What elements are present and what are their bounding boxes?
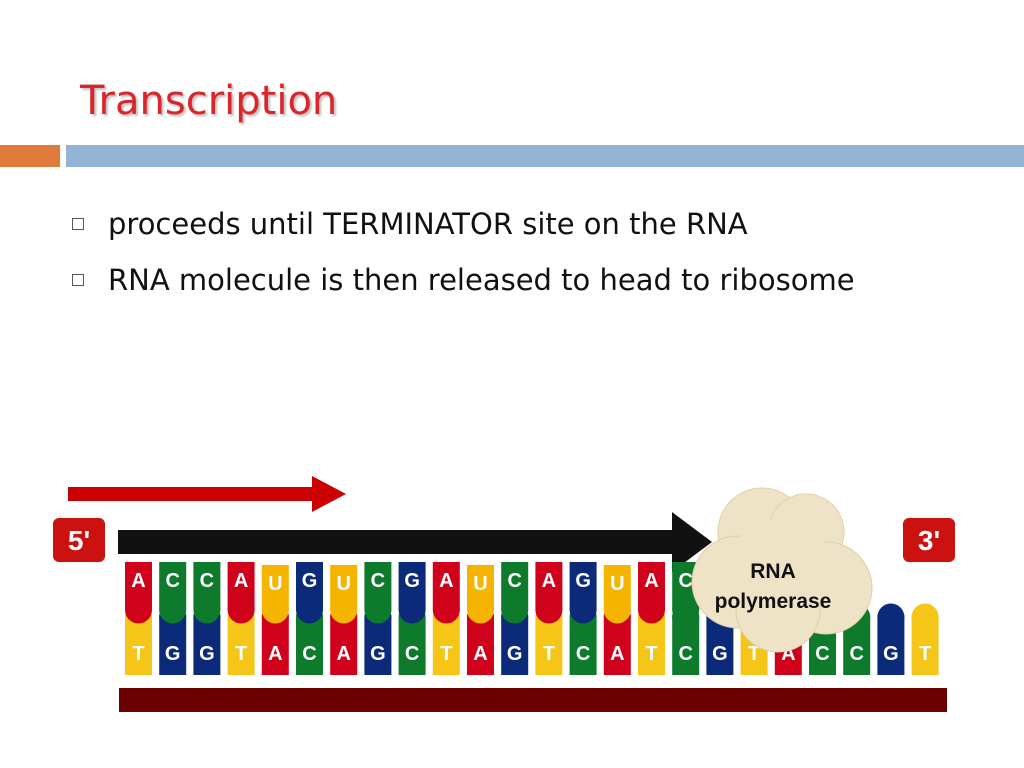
template-base-label: C bbox=[576, 643, 590, 665]
slide-title: Transcription bbox=[80, 78, 338, 124]
three-prime-label: 3' bbox=[903, 518, 955, 562]
rna-base-label: C bbox=[200, 570, 214, 592]
rna-base-label: G bbox=[302, 570, 318, 592]
template-base-label: G bbox=[199, 643, 215, 665]
rna-base-label: A bbox=[234, 570, 248, 592]
rna-base-label: A bbox=[439, 570, 453, 592]
five-prime-label: 5' bbox=[53, 518, 105, 562]
template-base-label: T bbox=[748, 643, 760, 665]
rna-base-label: C bbox=[678, 570, 692, 592]
direction-arrow bbox=[68, 476, 346, 512]
template-base-label: G bbox=[883, 643, 899, 665]
template-base-label: A bbox=[268, 643, 282, 665]
bullet-list: proceeds until TERMINATOR site on the RN… bbox=[72, 200, 972, 312]
dna-backbone bbox=[119, 688, 947, 712]
rna-nucleotide: G bbox=[569, 562, 597, 624]
rna-nucleotide: C bbox=[364, 562, 392, 624]
template-nucleotide: G bbox=[877, 603, 905, 675]
rna-nucleotide: A bbox=[535, 562, 563, 624]
five-prime-text: 5' bbox=[68, 525, 90, 556]
rna-nucleotide: A bbox=[227, 562, 255, 624]
template-base-label: T bbox=[919, 643, 931, 665]
template-base-label: A bbox=[336, 643, 350, 665]
rna-base-label: C bbox=[507, 570, 521, 592]
rna-base-label: A bbox=[131, 570, 145, 592]
polymerase-label-line2: polymerase bbox=[715, 590, 832, 613]
template-base-label: T bbox=[543, 643, 555, 665]
rna-nucleotide: G bbox=[296, 562, 323, 624]
template-base-label: C bbox=[815, 643, 829, 665]
rna-base-label: U bbox=[610, 573, 624, 595]
rna-base-label: C bbox=[371, 570, 385, 592]
template-nucleotide: A bbox=[330, 603, 358, 675]
rna-nucleotide: C bbox=[501, 562, 529, 624]
template-base-label: A bbox=[473, 643, 487, 665]
polymerase-label-line1: RNA bbox=[750, 560, 796, 583]
rna-base-label: G bbox=[404, 570, 420, 592]
template-base-label: T bbox=[440, 643, 452, 665]
bullet-item: proceeds until TERMINATOR site on the RN… bbox=[72, 200, 972, 248]
rna-nucleotide: A bbox=[432, 562, 460, 624]
rna-polymerase: RNA polymerase bbox=[691, 487, 873, 653]
rna-nucleotide: A bbox=[125, 562, 152, 624]
template-base-label: A bbox=[610, 643, 624, 665]
rna-nucleotide: A bbox=[638, 562, 665, 624]
template-base-label: T bbox=[645, 643, 657, 665]
transcription-progress-arrow bbox=[118, 512, 712, 572]
rna-base-label: A bbox=[644, 570, 658, 592]
template-base-label: T bbox=[132, 643, 144, 665]
template-base-label: C bbox=[405, 643, 419, 665]
square-bullet-icon bbox=[72, 274, 84, 286]
rna-nucleotide: G bbox=[398, 562, 426, 624]
square-bullet-icon bbox=[72, 218, 84, 230]
rna-base-label: U bbox=[473, 573, 487, 595]
template-base-label: G bbox=[507, 643, 523, 665]
rna-nucleotide: C bbox=[159, 562, 187, 624]
rna-nucleotide: U bbox=[603, 565, 631, 624]
rna-nucleotide: U bbox=[261, 565, 289, 624]
rna-nucleotide: U bbox=[467, 565, 494, 624]
rna-base-label: G bbox=[575, 570, 591, 592]
rna-base-label: A bbox=[542, 570, 556, 592]
template-base-label: T bbox=[235, 643, 247, 665]
bullet-item: RNA molecule is then released to head to… bbox=[72, 256, 972, 304]
bullet-text: proceeds until TERMINATOR site on the RN… bbox=[108, 207, 748, 241]
rna-nucleotide: C bbox=[193, 562, 221, 624]
template-nucleotide: T bbox=[911, 603, 939, 675]
title-rule bbox=[66, 145, 1024, 167]
template-base-label: C bbox=[302, 643, 316, 665]
three-prime-text: 3' bbox=[918, 525, 940, 556]
rna-nucleotide: U bbox=[330, 565, 358, 624]
rna-base-label: U bbox=[268, 573, 282, 595]
template-base-label: G bbox=[370, 643, 386, 665]
title-rule-accent bbox=[0, 145, 60, 167]
bullet-text: RNA molecule is then released to head to… bbox=[108, 263, 855, 297]
template-base-label: C bbox=[678, 643, 692, 665]
template-base-label: G bbox=[165, 643, 181, 665]
template-base-label: G bbox=[712, 643, 728, 665]
rna-base-label: U bbox=[336, 573, 350, 595]
rna-base-label: C bbox=[165, 570, 179, 592]
template-base-label: C bbox=[849, 643, 863, 665]
